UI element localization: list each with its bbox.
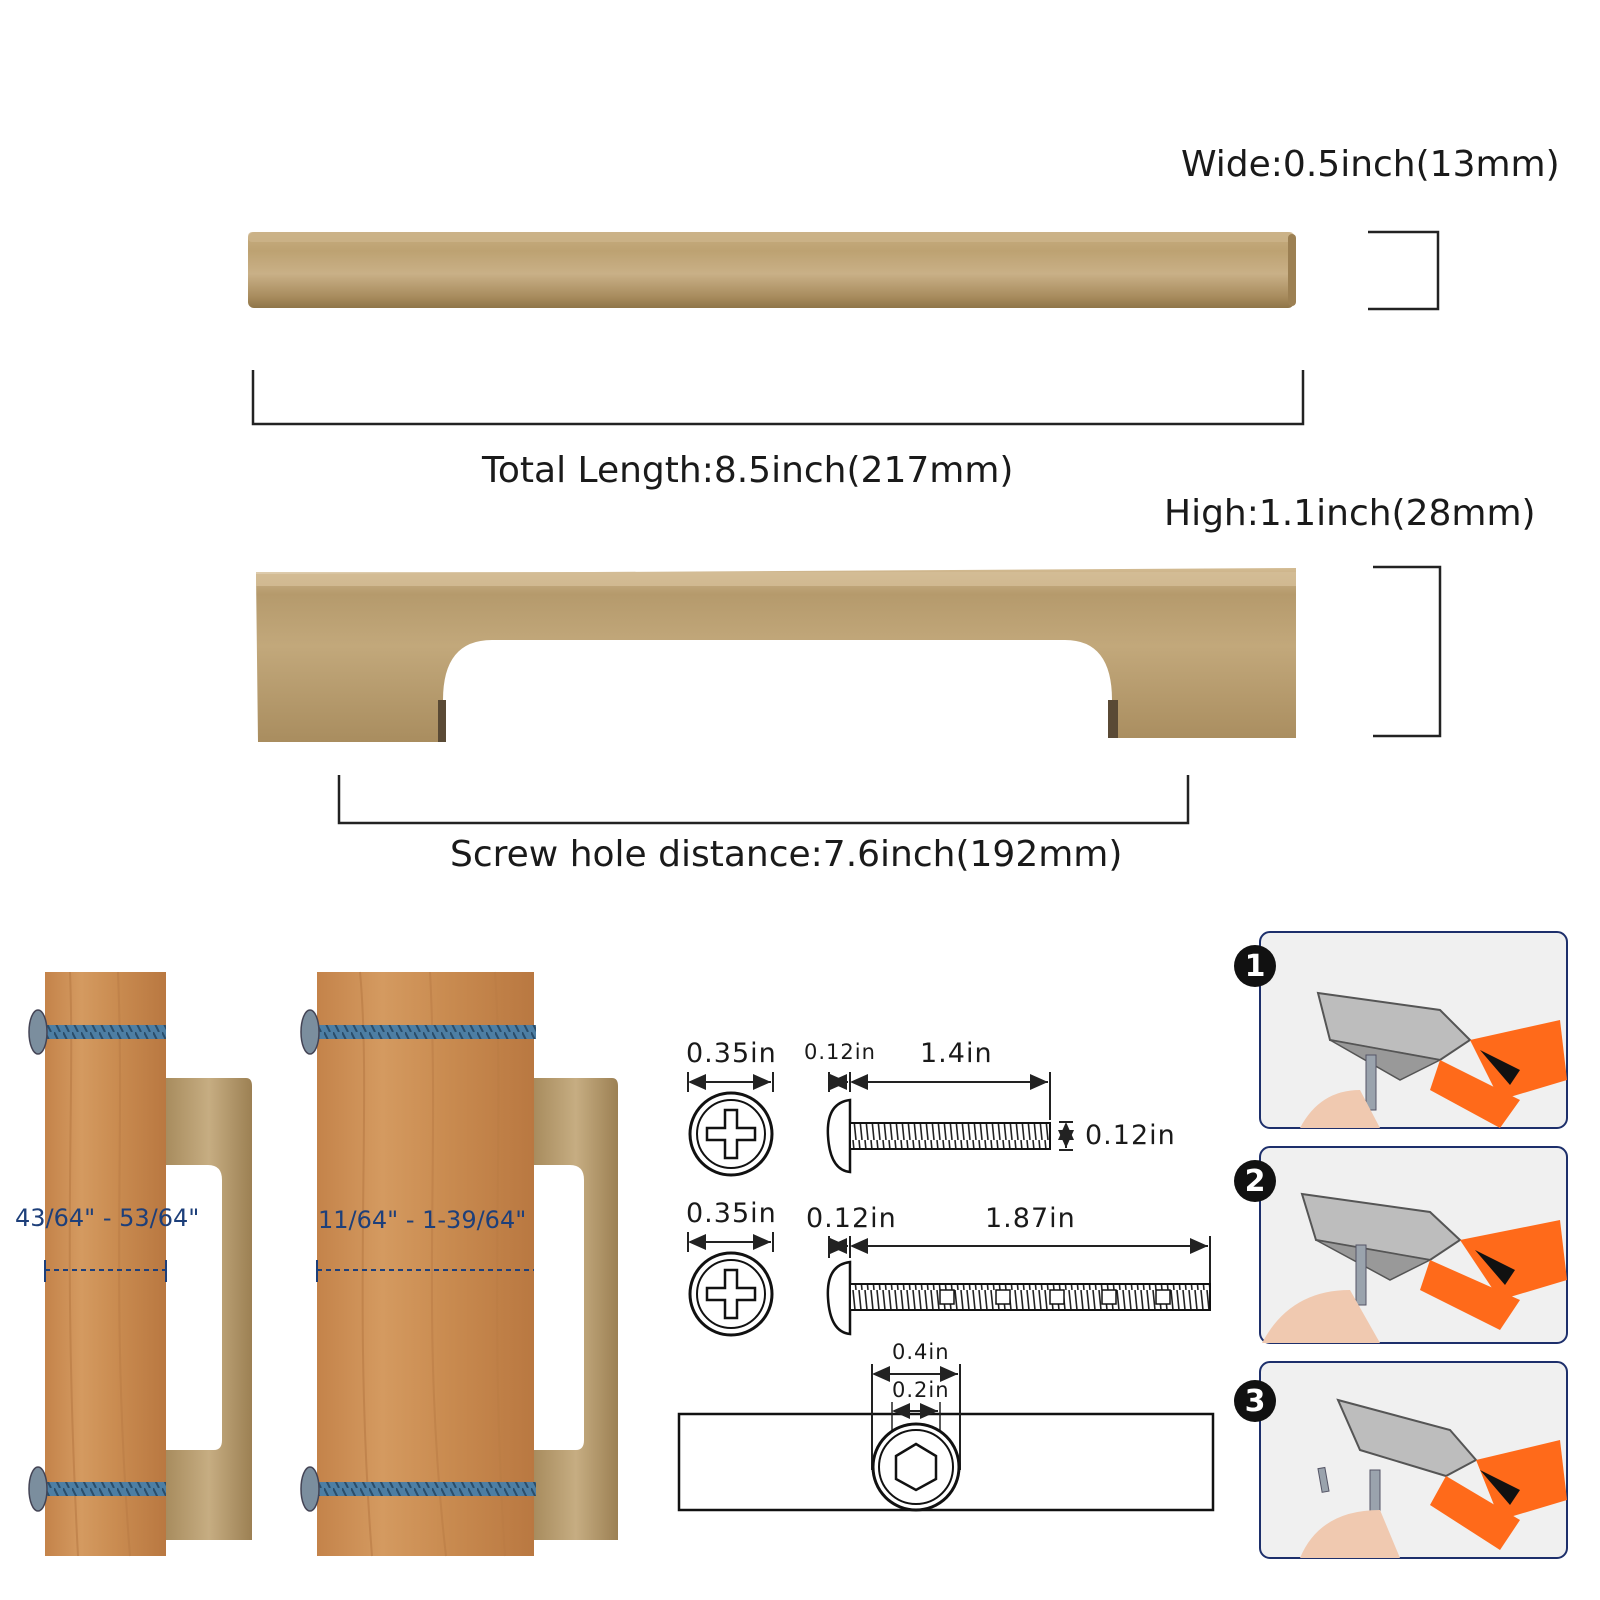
hole-outer-diameter: 0.4in	[892, 1340, 950, 1364]
step-3-badge: 3	[1234, 1380, 1276, 1422]
total-length-bracket	[251, 370, 1305, 426]
long-screw-diagram	[687, 1232, 1211, 1337]
total-length-label: Total Length:8.5inch(217mm)	[482, 450, 1014, 491]
short-screw-head-height: 0.12in	[804, 1040, 876, 1064]
step-3-photo	[1259, 1361, 1568, 1559]
height-bracket	[1373, 565, 1442, 738]
step-2-badge: 2	[1234, 1160, 1276, 1202]
handle-side-view	[256, 568, 1296, 742]
step-2-photo	[1259, 1146, 1568, 1344]
width-bracket	[1368, 230, 1440, 311]
wide-dimension-label: Wide:0.5inch(13mm)	[1181, 144, 1560, 185]
wood-panel-thin	[28, 971, 252, 1557]
step-1-badge: 1	[1234, 945, 1276, 987]
step-photos	[1259, 931, 1568, 1559]
short-screw-thread-diameter: 0.12in	[1085, 1120, 1176, 1151]
screw-hole-distance-label: Screw hole distance:7.6inch(192mm)	[450, 834, 1123, 875]
wood-panel-thick	[300, 971, 618, 1557]
thick-panel-thickness-label: 11/64" - 1-39/64"	[318, 1206, 527, 1234]
long-screw-length: 1.87in	[985, 1203, 1076, 1234]
short-screw-diagram	[687, 1072, 1074, 1177]
high-dimension-label: High:1.1inch(28mm)	[1164, 493, 1536, 534]
long-screw-head-diameter: 0.35in	[686, 1198, 777, 1229]
step-1-photo	[1259, 931, 1568, 1129]
long-screw-head-height: 0.12in	[806, 1203, 897, 1234]
screw-hole-bracket	[337, 775, 1190, 825]
hole-inner-diameter: 0.2in	[892, 1378, 950, 1402]
short-screw-head-diameter: 0.35in	[686, 1038, 777, 1069]
hole-cross-section	[677, 1364, 1215, 1512]
short-screw-length: 1.4in	[920, 1038, 993, 1069]
handle-top-view	[248, 232, 1296, 308]
thin-panel-thickness-label: 43/64" - 53/64"	[15, 1204, 200, 1232]
